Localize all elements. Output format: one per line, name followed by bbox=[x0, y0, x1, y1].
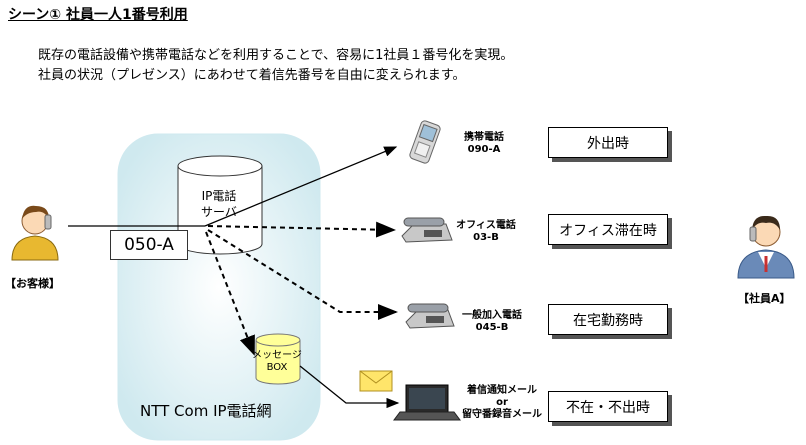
home-device-number: 045-B bbox=[475, 322, 509, 333]
route-to-office bbox=[207, 221, 396, 238]
pc-device-line-1: 着信通知メール bbox=[467, 385, 537, 396]
mobile-device-label: 携帯電話 090-A bbox=[452, 132, 516, 156]
mobile-device-name: 携帯電話 bbox=[464, 132, 504, 143]
employee-label: 【社員A】 bbox=[738, 292, 791, 305]
customer-label: 【お客様】 bbox=[5, 277, 60, 290]
message-box-label-line-2: BOX bbox=[266, 362, 288, 373]
route-to-home bbox=[207, 229, 398, 320]
description-line-1: 既存の電話設備や携帯電話などを利用することで、容易に1社員１番号化を実現。 bbox=[38, 48, 514, 63]
ip-phone-server-label: IP電話 サーバ bbox=[186, 188, 252, 220]
server-label-line-1: IP電話 bbox=[201, 189, 237, 203]
pc-device-label: 着信通知メール or 留守番録音メール bbox=[456, 385, 548, 421]
route-to-mobile bbox=[204, 146, 398, 227]
customer-person-icon bbox=[11, 205, 59, 261]
office-device-name: オフィス電話 bbox=[456, 220, 516, 231]
pc-device-line-2: or bbox=[496, 397, 508, 408]
home-phone-icon bbox=[405, 303, 455, 329]
home-device-label: 一般加入電話 045-B bbox=[456, 310, 528, 334]
employee-person-icon bbox=[737, 215, 795, 279]
home-device-name: 一般加入電話 bbox=[462, 310, 522, 321]
status-box-mobile: 外出時 bbox=[548, 127, 668, 158]
message-box-icon bbox=[255, 333, 301, 385]
network-label: NTT Com IP電話網 bbox=[140, 402, 272, 420]
page-title: シーン① 社員一人1番号利用 bbox=[8, 7, 188, 23]
status-box-home: 在宅勤務時 bbox=[548, 304, 668, 335]
mobile-phone-icon bbox=[409, 120, 441, 164]
mail-envelope-icon bbox=[359, 370, 393, 392]
office-device-number: 03-B bbox=[473, 232, 499, 243]
route-to-pc bbox=[299, 365, 400, 409]
mobile-device-number: 090-A bbox=[467, 144, 501, 155]
description-line-2: 社員の状況（プレゼンス）にあわせて着信先番号を自由に変えられます。 bbox=[38, 68, 466, 83]
server-label-line-2: サーバ bbox=[201, 205, 237, 219]
ip-phone-server-icon bbox=[177, 155, 263, 255]
office-phone-icon bbox=[401, 217, 453, 243]
status-box-office: オフィス滞在時 bbox=[548, 214, 668, 245]
phone-number-box: 050-A bbox=[110, 230, 188, 260]
message-box-label-line-1: メッセージ bbox=[252, 350, 302, 361]
pc-device-line-3: 留守番録音メール bbox=[462, 409, 542, 420]
laptop-icon bbox=[393, 384, 461, 421]
office-device-label: オフィス電話 03-B bbox=[450, 220, 522, 244]
status-box-pc: 不在・不出時 bbox=[548, 391, 668, 422]
message-box-label: メッセージ BOX bbox=[251, 350, 303, 374]
route-to-message-box bbox=[205, 231, 255, 356]
